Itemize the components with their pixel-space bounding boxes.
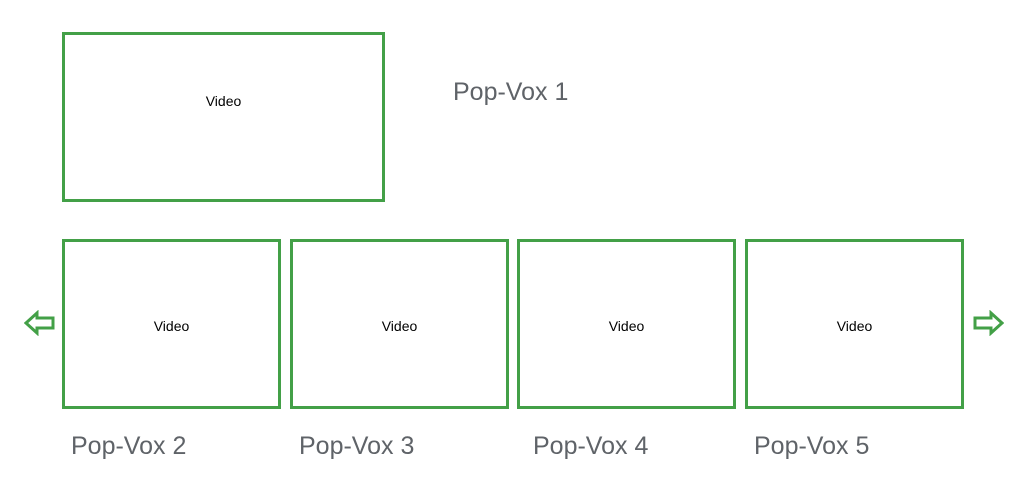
thumbnail-video-label: Video [153,318,190,334]
thumbnail-caption: Pop-Vox 3 [299,432,415,460]
thumbnail-video-label: Video [608,318,645,334]
thumbnail-caption: Pop-Vox 4 [533,432,649,460]
main-video-label: Video [205,93,242,109]
arrow-left-icon[interactable] [24,310,55,336]
main-video-player[interactable]: Video [62,32,385,202]
thumbnail-video-2[interactable]: Video [62,239,281,409]
arrow-right-icon[interactable] [973,310,1004,336]
thumbnail-video-label: Video [836,318,873,334]
thumbnail-video-3[interactable]: Video [290,239,509,409]
thumbnail-video-5[interactable]: Video [745,239,964,409]
main-video-caption: Pop-Vox 1 [453,78,569,106]
thumbnail-video-4[interactable]: Video [517,239,736,409]
thumbnail-caption: Pop-Vox 5 [754,432,870,460]
thumbnail-caption: Pop-Vox 2 [71,432,187,460]
thumbnail-video-label: Video [381,318,418,334]
